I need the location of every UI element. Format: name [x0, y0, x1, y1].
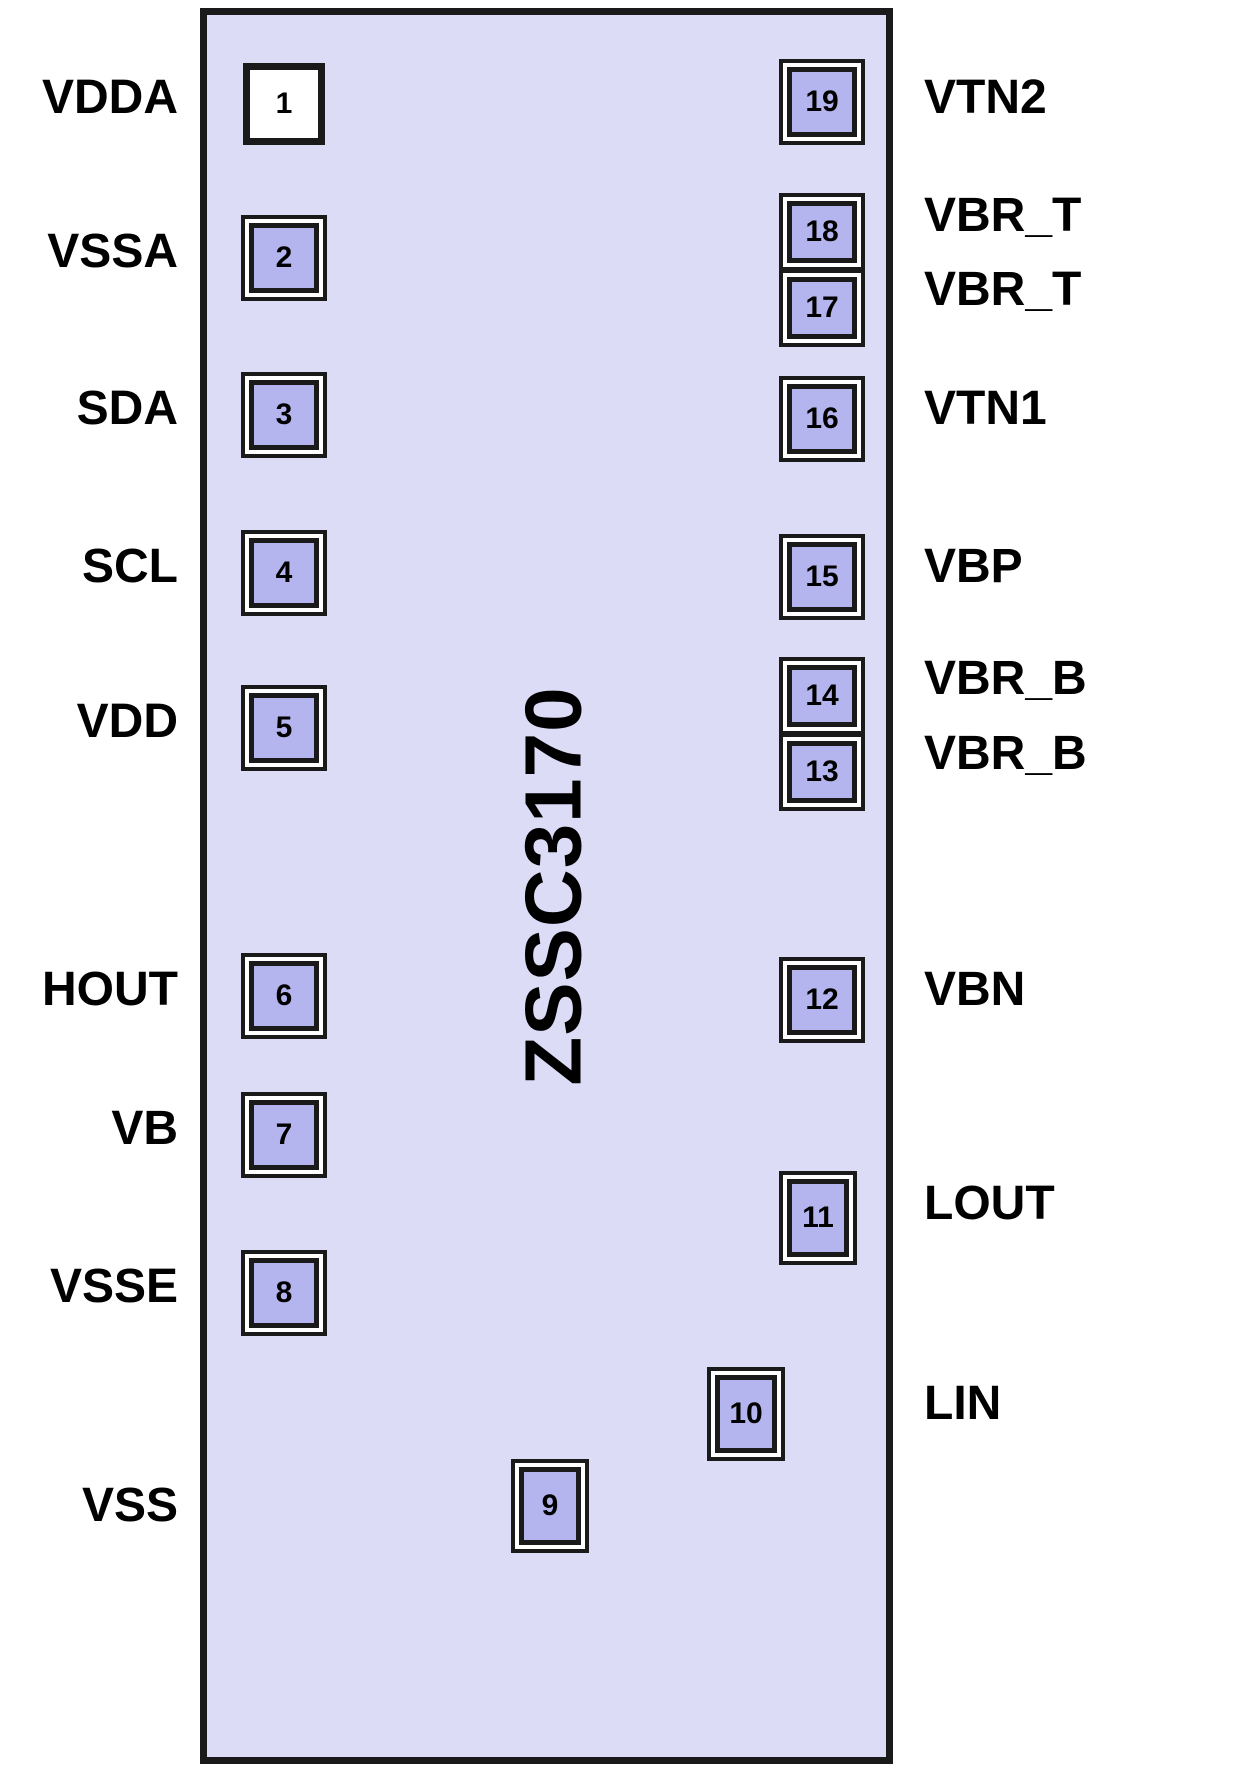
pin-pad-12[interactable]: 12	[783, 961, 861, 1039]
chip-package-body: ZSSC3170 1 2 3 4 5 6 7 8 9 10 11 12 13 1…	[200, 8, 893, 1764]
pin-label-vtn1: VTN1	[924, 382, 1047, 435]
pin-label-sda: SDA	[76, 382, 178, 435]
pin-label-vbp: VBP	[924, 540, 1023, 593]
pin-pad-14[interactable]: 14	[783, 661, 861, 731]
pin-label-vtn2: VTN2	[924, 71, 1047, 124]
pin-pad-1[interactable]: 1	[243, 63, 325, 145]
pin-pad-10[interactable]: 10	[711, 1371, 781, 1457]
pin-pad-19[interactable]: 19	[783, 63, 861, 141]
pin-label-vdd: VDD	[76, 695, 178, 748]
pin-label-lin: LIN	[924, 1377, 1002, 1430]
pin-label-vbr-t-18: VBR_T	[924, 189, 1082, 242]
pin-pad-9[interactable]: 9	[515, 1463, 585, 1549]
pin-label-vbr-b-13: VBR_B	[924, 727, 1087, 780]
pin-label-vss: VSS	[81, 1479, 178, 1532]
pin-pad-5[interactable]: 5	[245, 689, 323, 767]
pin-label-vb: VB	[111, 1102, 178, 1155]
pin-label-vbn: VBN	[924, 963, 1026, 1016]
pin-pad-11[interactable]: 11	[783, 1175, 853, 1261]
pin-label-scl: SCL	[82, 540, 178, 593]
pin-pad-13[interactable]: 13	[783, 737, 861, 807]
pin-label-vdda: VDDA	[41, 71, 178, 124]
pin-pad-2[interactable]: 2	[245, 219, 323, 297]
pin-pad-16[interactable]: 16	[783, 380, 861, 458]
pin-label-vssa: VSSA	[47, 225, 178, 278]
pin-label-vbr-t-17: VBR_T	[924, 263, 1082, 316]
pin-label-lout: LOUT	[924, 1177, 1055, 1230]
pin-pad-15[interactable]: 15	[783, 538, 861, 616]
pin-pad-8[interactable]: 8	[245, 1254, 323, 1332]
pin-pad-4[interactable]: 4	[245, 534, 323, 612]
pin-label-hout: HOUT	[42, 963, 178, 1016]
pin-pad-6[interactable]: 6	[245, 957, 323, 1035]
pin-pad-3[interactable]: 3	[245, 376, 323, 454]
pin-label-vsse: VSSE	[49, 1260, 178, 1313]
pin-pad-17[interactable]: 17	[783, 273, 861, 343]
pin-pad-7[interactable]: 7	[245, 1096, 323, 1174]
pin-pad-18[interactable]: 18	[783, 197, 861, 267]
pin-label-vbr-b-14: VBR_B	[924, 652, 1087, 705]
